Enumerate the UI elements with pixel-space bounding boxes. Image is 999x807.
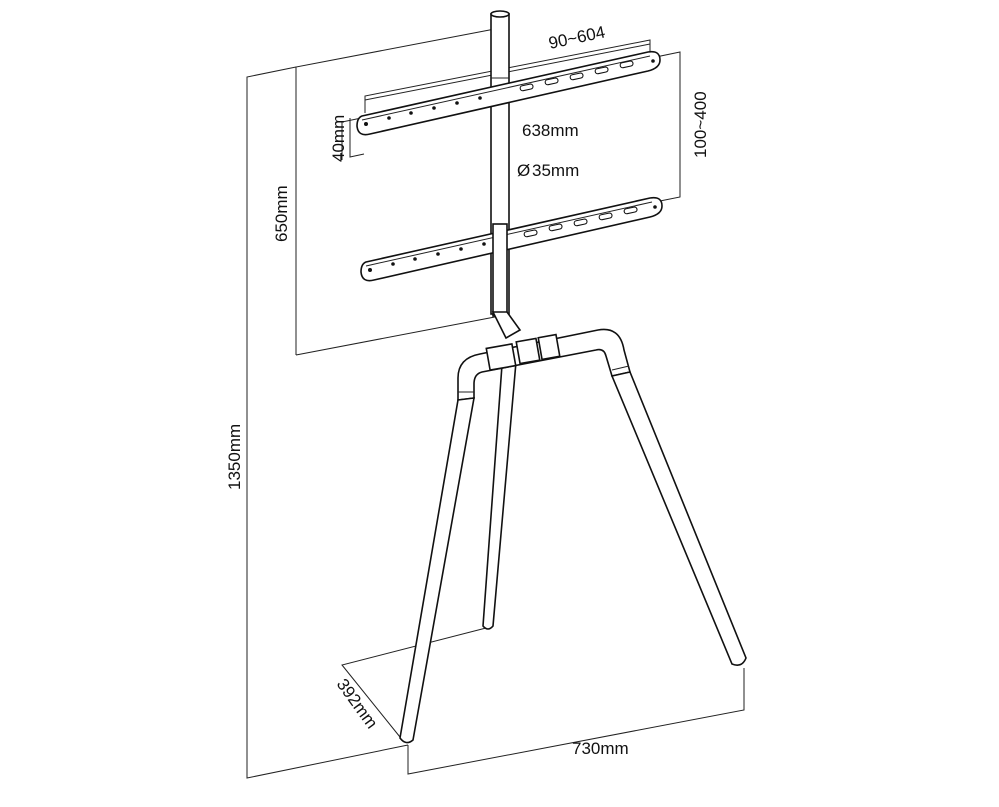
label-bracket-length: 638mm (522, 121, 579, 140)
pole-joint (491, 223, 522, 340)
label-bracket-height: 40mm (329, 115, 348, 162)
front-right-leg (610, 371, 747, 666)
label-vesa-width: 90~604 (547, 22, 607, 52)
label-pole-diameter: 35mm (532, 161, 579, 180)
label-total-height: 1350mm (225, 424, 244, 490)
label-upper-height: 650mm (272, 185, 291, 242)
label-vesa-height: 100~400 (691, 91, 710, 158)
label-base-width: 730mm (572, 739, 629, 758)
upper-mounting-bracket (356, 50, 661, 136)
dimension-plane-base (341, 627, 745, 775)
dimension-plane-upper (295, 27, 501, 356)
top-crossbar (457, 328, 631, 401)
label-pole-diameter-group: Ø 35mm (517, 161, 579, 180)
front-left-leg (399, 397, 475, 744)
back-leg (482, 360, 517, 630)
diameter-symbol: Ø (517, 161, 530, 180)
lower-mounting-bracket (360, 196, 663, 282)
dimension-plane-total (246, 66, 409, 779)
